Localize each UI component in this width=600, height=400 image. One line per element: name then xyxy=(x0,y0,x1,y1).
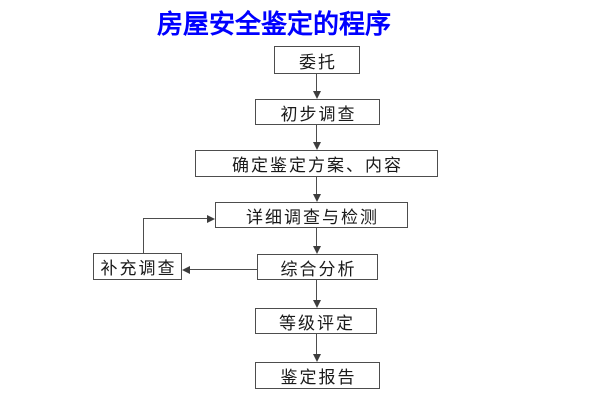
flow-node-detailed-survey: 详细调查与检测 xyxy=(215,202,408,228)
flow-node-grade-rating: 等级评定 xyxy=(255,308,377,334)
flow-node-appraisal-report: 鉴定报告 xyxy=(255,362,380,389)
connector-plan-to-detailed xyxy=(316,177,317,195)
arrowhead-left-icon xyxy=(182,266,190,274)
connector-preliminary-to-plan xyxy=(316,125,317,143)
flow-node-determine-plan: 确定鉴定方案、内容 xyxy=(195,150,438,177)
flow-node-commission: 委托 xyxy=(274,46,360,74)
arrowhead-right-icon xyxy=(207,215,215,223)
connector-analysis-to-grade xyxy=(316,280,317,301)
arrowhead-down-icon xyxy=(313,194,321,202)
arrowhead-down-icon xyxy=(313,91,321,99)
flow-node-comprehensive-analysis: 综合分析 xyxy=(257,254,378,280)
connector-analysis-to-supplementary xyxy=(189,269,257,270)
arrowhead-down-icon xyxy=(313,142,321,150)
flow-node-supplementary-survey: 补充调查 xyxy=(93,253,182,280)
flow-node-preliminary-survey: 初步调查 xyxy=(255,99,380,125)
connector-grade-to-report xyxy=(316,334,317,355)
page-title: 房屋安全鉴定的程序 xyxy=(157,10,392,40)
arrowhead-down-icon xyxy=(313,246,321,254)
connector-detailed-to-analysis xyxy=(316,228,317,247)
connector-commission-to-preliminary xyxy=(316,74,317,92)
arrowhead-down-icon xyxy=(313,300,321,308)
connector-supplementary-feedback-vertical xyxy=(143,218,144,253)
arrowhead-down-icon xyxy=(313,354,321,362)
connector-supplementary-feedback-horizontal xyxy=(143,218,207,219)
